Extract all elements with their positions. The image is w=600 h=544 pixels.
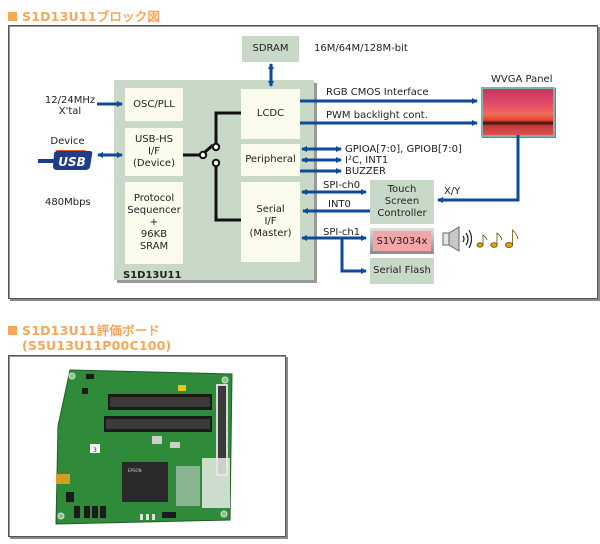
spi-ch0-label: SPI-ch0	[323, 180, 361, 191]
xy-arrow	[437, 135, 520, 203]
chip-name-label: S1D13U11	[123, 270, 182, 281]
eval-board-heading-line2: (S5U13U11P00C100)	[22, 338, 172, 353]
serial-flash-arrow	[340, 238, 367, 274]
device-label: Device	[50, 136, 85, 147]
block-diagram-heading: S1D13U11ブロック図	[8, 6, 160, 25]
svg-text:USB: USB	[58, 155, 86, 169]
serial-if-block: Serial I/F (Master)	[241, 182, 300, 262]
speaker-icon	[441, 226, 477, 256]
spi-ch1-label: SPI-ch1	[323, 227, 361, 238]
sdram-block: SDRAM	[242, 36, 299, 62]
touch-screen-controller-block: Touch Screen Controller	[370, 180, 434, 224]
heading-square-icon	[8, 12, 17, 21]
heading-text: S1D13U11ブロック図	[22, 9, 161, 24]
speed-label: 480Mbps	[45, 197, 91, 208]
int0-label: INT0	[328, 199, 351, 210]
rgb-cmos-label: RGB CMOS Interface	[326, 87, 429, 98]
gpio-label: GPIOA[7:0], GPIOB[7:0]	[345, 144, 462, 155]
peripheral-block: Peripheral	[241, 144, 300, 176]
eval-board-heading: S1D13U11評価ボード (S5U13U11P00C100)	[8, 323, 171, 353]
svg-text:3: 3	[93, 447, 97, 454]
usb-logo-icon: USB	[38, 149, 94, 171]
s1v3034x-label: S1V3034x	[373, 231, 431, 251]
i2c-label: I²C, INT1	[345, 155, 389, 166]
bus-switch	[183, 111, 241, 222]
sdram-size-label: 16M/64M/128M-bit	[314, 43, 408, 54]
usb-hs-block: USB-HS I/F (Device)	[125, 128, 183, 176]
music-notes-icon	[476, 228, 520, 254]
pwm-backlight-label: PWM backlight cont.	[326, 110, 428, 121]
buzzer-label: BUZZER	[345, 166, 386, 177]
diagram-connections	[97, 63, 520, 274]
wvga-panel-image	[481, 87, 555, 137]
serial-flash-block: Serial Flash	[370, 258, 434, 284]
svg-text:EPSON: EPSON	[128, 468, 142, 473]
s1v3034x-block: S1V3034x	[370, 228, 434, 254]
xtal-label: 12/24MHz X'tal	[44, 95, 96, 117]
eval-board-heading-line1: S1D13U11評価ボード	[22, 323, 161, 338]
xy-label: X/Y	[444, 186, 461, 197]
wvga-panel-label: WVGA Panel	[491, 74, 553, 85]
protocol-sequencer-block: Protocol Sequencer + 96KB SRAM	[125, 182, 183, 264]
eval-board-photo: EPSON 3	[52, 366, 244, 530]
heading-square-icon	[8, 326, 17, 335]
lcdc-block: LCDC	[241, 89, 300, 139]
osc-pll-block: OSC/PLL	[125, 88, 183, 121]
